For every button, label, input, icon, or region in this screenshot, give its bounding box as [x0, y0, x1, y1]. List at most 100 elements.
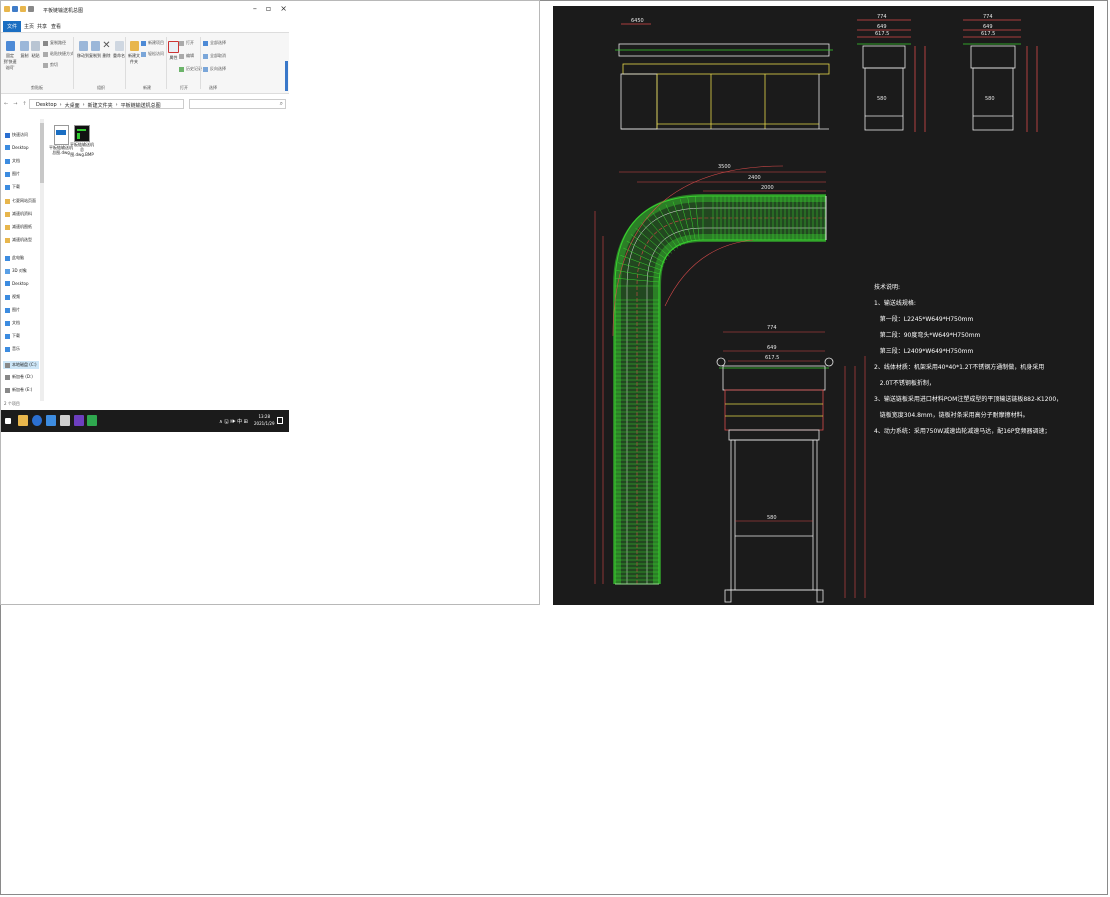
- save-icon[interactable]: [12, 6, 18, 12]
- notification-icon[interactable]: [277, 417, 283, 424]
- dim-label: 580: [985, 96, 995, 102]
- nav-item[interactable]: 快速访问: [5, 132, 28, 138]
- nav-item-icon: [5, 198, 10, 204]
- minimize-icon[interactable]: –: [252, 4, 257, 13]
- move-icon: [78, 41, 88, 51]
- status-bar-count: 2 个项目: [4, 401, 20, 406]
- belt-slat: [652, 212, 678, 249]
- tech-note-line: 第三段：L2409*W649*H750mm: [874, 348, 974, 355]
- windows-start-icon[interactable]: [5, 418, 11, 424]
- open-button[interactable]: 打开: [179, 40, 194, 46]
- tab-home[interactable]: 主页: [24, 24, 35, 30]
- nav-item[interactable]: 下载: [5, 333, 20, 339]
- system-tray[interactable]: ∧ 🖫 🕪 中 ⊞: [219, 419, 248, 425]
- dim-label: 617.5: [875, 31, 889, 37]
- nav-item[interactable]: 图片: [5, 171, 20, 177]
- nav-item[interactable]: 新加卷 (D:): [5, 374, 33, 380]
- select-all-button[interactable]: 全部选择: [203, 40, 226, 46]
- invert-selection-button[interactable]: 反向选择: [203, 66, 226, 72]
- paste-shortcut-button[interactable]: 剪切: [43, 62, 58, 68]
- app-taskbar-icon[interactable]: [87, 415, 97, 426]
- nav-item[interactable]: 3D 对象: [5, 268, 27, 274]
- up-arrow-icon[interactable]: ↑: [22, 101, 27, 107]
- browser-taskbar-icon[interactable]: [32, 415, 42, 426]
- tab-share[interactable]: 共享: [37, 24, 48, 30]
- nav-item-icon: [5, 362, 10, 368]
- chevron-right-icon: ›: [82, 102, 85, 108]
- breadcrumb: Desktop› 大桌面› 新建文件夹› 平板链输送机总图: [36, 102, 161, 109]
- copy-button[interactable]: 复制: [20, 41, 29, 59]
- nav-item[interactable]: 下载: [5, 184, 20, 190]
- rename-button[interactable]: 重命名: [113, 41, 125, 59]
- search-input[interactable]: ⌕: [189, 99, 286, 109]
- belt-slat: [615, 277, 660, 283]
- nav-item[interactable]: 音乐: [5, 346, 20, 352]
- ribbon-collapse-handle[interactable]: [285, 61, 288, 91]
- quick-access-dropdown-icon[interactable]: [28, 6, 34, 12]
- chevron-right-icon: ›: [59, 102, 62, 108]
- breadcrumb-item[interactable]: Desktop: [36, 102, 57, 108]
- belt-slat: [635, 227, 670, 257]
- app-taskbar-icon[interactable]: [74, 415, 84, 426]
- nav-item[interactable]: 减速机选型: [5, 237, 32, 243]
- file-explorer-taskbar-icon[interactable]: [18, 415, 28, 426]
- tab-view[interactable]: 查看: [51, 24, 62, 30]
- move-to-button[interactable]: 移动到: [77, 41, 89, 59]
- nav-item[interactable]: Desktop: [5, 281, 29, 286]
- folder-icon: [4, 6, 10, 12]
- pin-quick-access-button[interactable]: 固定到'快速访问': [3, 41, 17, 71]
- nav-item[interactable]: 七夏网站页面: [5, 198, 36, 204]
- nav-item-label: Desktop: [12, 145, 29, 150]
- forward-arrow-icon[interactable]: →: [13, 101, 18, 107]
- cad-drawing-canvas: 6450 774 649 617.5 774 649 617.5 580 580…: [594, 14, 1038, 603]
- group-organize: 组织: [97, 85, 105, 90]
- edit-button[interactable]: 编辑: [179, 53, 194, 59]
- new-folder-button[interactable]: 新建文件夹: [128, 41, 140, 65]
- copy-path-button[interactable]: 粘贴快捷方式: [43, 51, 74, 57]
- close-icon[interactable]: ×: [280, 4, 287, 13]
- properties-button[interactable]: 属性: [168, 41, 179, 61]
- breadcrumb-item[interactable]: 平板链输送机总图: [120, 103, 161, 109]
- new-item-button[interactable]: 新建项目: [141, 40, 164, 46]
- nav-item-icon: [5, 346, 10, 352]
- nav-item-icon: [5, 255, 10, 261]
- copy-to-button[interactable]: 复制到: [89, 41, 101, 59]
- delete-button[interactable]: ✕ 删除: [102, 40, 111, 59]
- file-item-dwg[interactable]: 平板链输送机总图.dwg: [49, 125, 73, 155]
- app-taskbar-icon[interactable]: [60, 415, 70, 426]
- ribbon-divider: [125, 37, 126, 89]
- select-none-button[interactable]: 全部取消: [203, 53, 226, 59]
- nav-item[interactable]: 减速机图纸: [5, 224, 32, 230]
- scrollbar-thumb[interactable]: [40, 123, 44, 183]
- dim-label: 774: [877, 14, 887, 20]
- maximize-icon[interactable]: ▫: [265, 4, 272, 13]
- group-select: 选择: [209, 85, 217, 90]
- breadcrumb-item[interactable]: 新建文件夹: [87, 103, 113, 109]
- address-bar[interactable]: Desktop› 大桌面› 新建文件夹› 平板链输送机总图: [29, 99, 184, 109]
- nav-item[interactable]: 视频: [5, 294, 20, 300]
- paste-button[interactable]: 粘贴: [31, 41, 40, 59]
- nav-item[interactable]: 本地磁盘 (C:): [3, 361, 39, 369]
- nav-item[interactable]: 文档: [5, 158, 20, 164]
- easy-access-button[interactable]: 轻松访问: [141, 51, 164, 57]
- nav-item[interactable]: 图片: [5, 307, 20, 313]
- nav-scrollbar[interactable]: [40, 119, 44, 401]
- nav-item[interactable]: 新加卷 (E:): [5, 387, 32, 393]
- nav-item[interactable]: 文档: [5, 320, 20, 326]
- back-arrow-icon[interactable]: ←: [4, 101, 9, 107]
- new-folder-icon[interactable]: [20, 6, 26, 12]
- dim-label: 649: [767, 345, 777, 351]
- group-clipboard: 剪贴板: [31, 85, 43, 90]
- cut-button[interactable]: 复制路径: [43, 40, 66, 46]
- nav-item[interactable]: 此电脑: [5, 255, 24, 261]
- tab-file[interactable]: 文件: [3, 21, 22, 32]
- nav-item[interactable]: Desktop: [5, 145, 29, 150]
- app-taskbar-icon[interactable]: [46, 415, 56, 426]
- history-button[interactable]: 历史记录: [179, 66, 202, 72]
- file-item-bmp[interactable]: 平板链输送机总图.dwg.BMP: [70, 125, 94, 157]
- taskbar-clock[interactable]: 13:28 2021/1/29: [254, 414, 275, 426]
- nav-item[interactable]: 减速机资料: [5, 211, 32, 217]
- belt-slat: [658, 207, 682, 247]
- breadcrumb-item[interactable]: 大桌面: [64, 103, 80, 109]
